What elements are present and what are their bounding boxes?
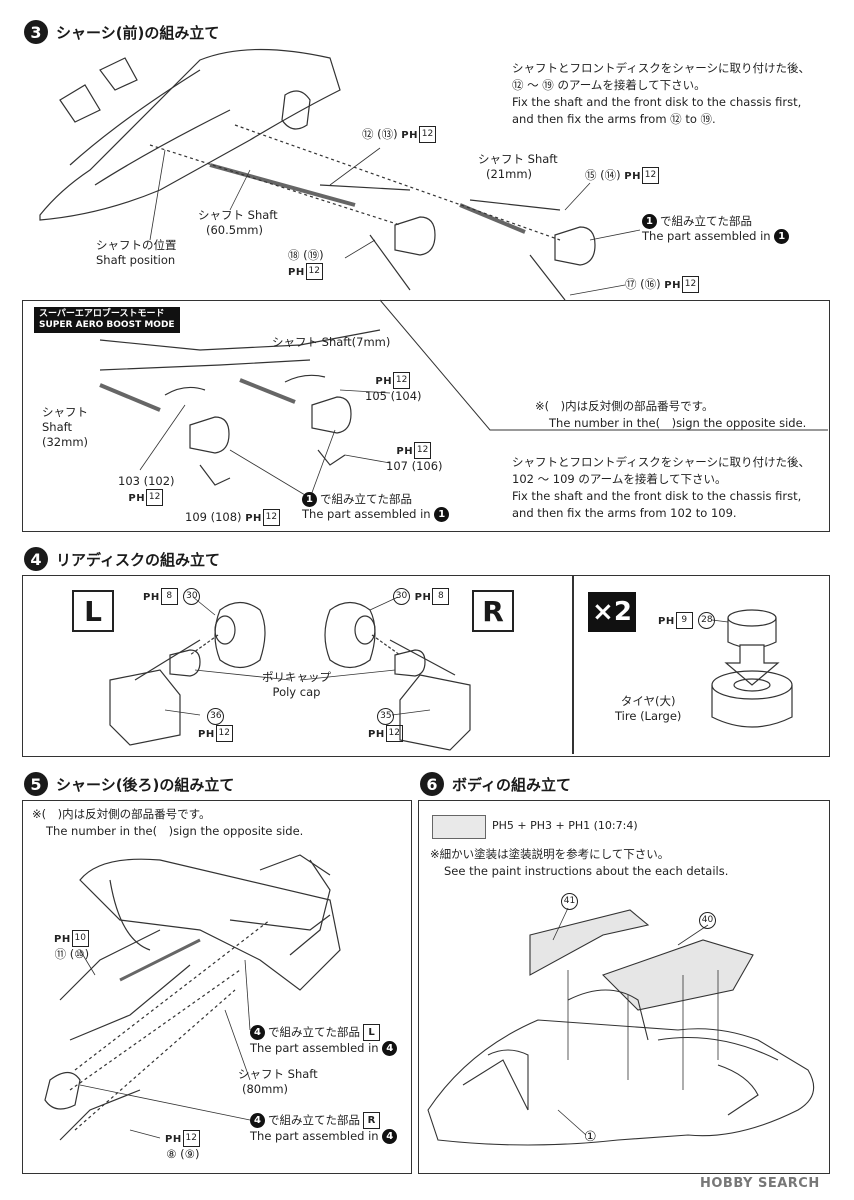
- times-two-marker: ×2: [588, 592, 636, 632]
- step3-title: シャーシ(前)の組み立て: [56, 23, 220, 42]
- mode-badge: スーパーエアロブーストモード SUPER AERO BOOST MODE: [34, 307, 180, 333]
- boost-drawing: [99, 329, 391, 499]
- boost-instruction: シャフトとフロントディスクをシャーシに取り付けた後、 102 ～ 109 のアー…: [512, 455, 810, 520]
- tire-label: タイヤ(大) Tire (Large): [615, 694, 682, 723]
- paint-mix-label: PH5 + PH3 + PH1 (10:7:4): [492, 819, 638, 832]
- front-chassis-drawing: [39, 48, 641, 301]
- shaft-21-label: シャフト Shaft (21mm): [478, 152, 558, 181]
- step4-divider: [572, 576, 574, 754]
- shaft-60-label: シャフト Shaft (60.5mm): [198, 208, 278, 237]
- step4-title: リアディスクの組み立て: [56, 550, 220, 569]
- step5-opposite-note: ※( )内は反対側の部品番号です。 The number in the( )si…: [32, 807, 304, 838]
- boost-outline-cut: [379, 299, 828, 432]
- super-aero-boost-box: [22, 300, 830, 532]
- step5-number: 5: [24, 772, 48, 796]
- right-marker: R: [472, 590, 514, 632]
- body-drawing: [427, 907, 815, 1146]
- paint-swatch: [432, 815, 486, 839]
- step3-header: 3 シャーシ(前)の組み立て: [24, 20, 219, 44]
- paint-note: ※細かい塗装は塗装説明を参考にして下さい。 See the paint inst…: [430, 847, 729, 878]
- step4-number: 4: [24, 547, 48, 571]
- left-marker: L: [72, 590, 114, 632]
- part-40-label: 40: [698, 912, 717, 929]
- rear-chassis-drawing: [44, 854, 341, 1141]
- opposite-side-note: ※( )内は反対側の部品番号です。 The number in the( )si…: [535, 399, 807, 430]
- step6-number: 6: [420, 772, 444, 796]
- step3-instruction: シャフトとフロントディスクをシャーシに取り付けた後、 ⑫ ～ ⑲ のアームを接着…: [512, 61, 810, 126]
- step5-box: [22, 800, 412, 1174]
- watermark: HOBBY SEARCH: [700, 1176, 820, 1191]
- step5-header: 5 シャーシ(後ろ)の組み立て: [24, 772, 234, 796]
- part-1-label: ①: [584, 1129, 597, 1145]
- shaft-80-label: シャフト Shaft (80mm): [238, 1067, 318, 1096]
- step6-title: ボディの組み立て: [452, 775, 571, 794]
- shaft-position-label: シャフトの位置 Shaft position: [96, 238, 177, 267]
- part-41-label: 41: [560, 893, 579, 910]
- shaft-32-label: シャフト Shaft (32mm): [42, 405, 89, 449]
- step3-number: 3: [24, 20, 48, 44]
- step6-header: 6 ボディの組み立て: [420, 772, 571, 796]
- step4-header: 4 リアディスクの組み立て: [24, 547, 220, 571]
- rear-disk-drawing: [109, 596, 793, 751]
- shaft-7-label: シャフト Shaft(7mm): [272, 335, 391, 349]
- step5-title: シャーシ(後ろ)の組み立て: [56, 775, 235, 794]
- polycap-label: ポリキャップ Poly cap: [262, 670, 331, 699]
